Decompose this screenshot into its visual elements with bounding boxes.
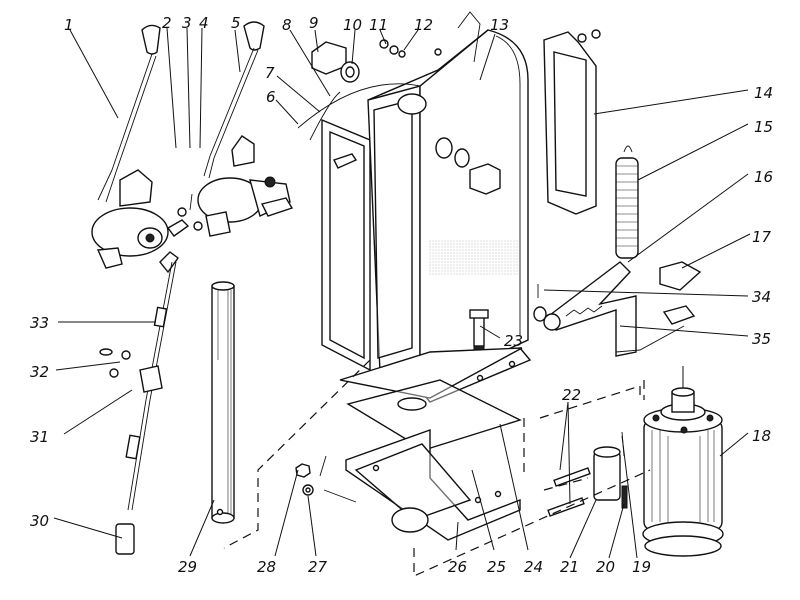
label-10: 10 (343, 16, 362, 34)
label-16: 16 (754, 168, 773, 186)
label-32: 32 (30, 363, 49, 381)
label-25: 25 (487, 558, 506, 576)
label-21: 21 (560, 558, 579, 576)
housing-13 (321, 11, 532, 403)
right-lever-assembly (197, 21, 294, 237)
shaft-29 (211, 281, 235, 524)
label-34: 34 (752, 288, 771, 306)
part-labels: 1 2 3 4 5 6 7 8 9 10 11 12 13 14 15 16 1… (30, 14, 773, 576)
left-lever-assembly (91, 24, 190, 274)
label-17: 17 (752, 228, 772, 246)
coupling-19-22 (547, 431, 628, 517)
pedal-pad-17 (659, 261, 702, 291)
leader-lines (53, 27, 751, 559)
assembly-dashed-lines (223, 359, 651, 577)
pedal-lever-16 (533, 261, 696, 357)
label-4: 4 (199, 14, 209, 32)
cover-14 (543, 29, 601, 215)
label-8: 8 (282, 16, 292, 34)
label-26: 26 (448, 558, 467, 576)
label-20: 20 (596, 558, 615, 576)
motor-18 (642, 366, 724, 557)
bracket-parts-6-7-8 (297, 83, 421, 169)
label-30: 30 (30, 512, 49, 530)
label-13: 13 (490, 16, 509, 34)
label-33: 33 (30, 314, 49, 332)
label-23: 23 (504, 332, 523, 350)
nuts-27-28 (295, 455, 357, 503)
label-35: 35 (752, 330, 771, 348)
label-29: 29 (178, 558, 197, 576)
label-22: 22 (562, 386, 581, 404)
top-fasteners-9-12 (311, 39, 406, 83)
label-14: 14 (754, 84, 773, 102)
label-15: 15 (754, 118, 773, 136)
label-1: 1 (64, 16, 74, 34)
plates-24-25-26 (339, 347, 523, 541)
label-3: 3 (182, 14, 192, 32)
small-fasteners-2-3-4 (177, 193, 203, 231)
label-9: 9 (309, 14, 319, 32)
label-24: 24 (524, 558, 543, 576)
label-18: 18 (752, 427, 771, 445)
label-28: 28 (257, 558, 276, 576)
label-2: 2 (162, 14, 172, 32)
linkage-rod-30-33 (99, 261, 177, 555)
spring-15 (615, 145, 639, 259)
label-11: 11 (369, 16, 388, 34)
label-7: 7 (265, 64, 275, 82)
label-27: 27 (308, 558, 328, 576)
label-19: 19 (632, 558, 651, 576)
label-6: 6 (266, 88, 276, 106)
label-12: 12 (414, 16, 433, 34)
label-5: 5 (231, 14, 241, 32)
label-31: 31 (30, 428, 49, 446)
